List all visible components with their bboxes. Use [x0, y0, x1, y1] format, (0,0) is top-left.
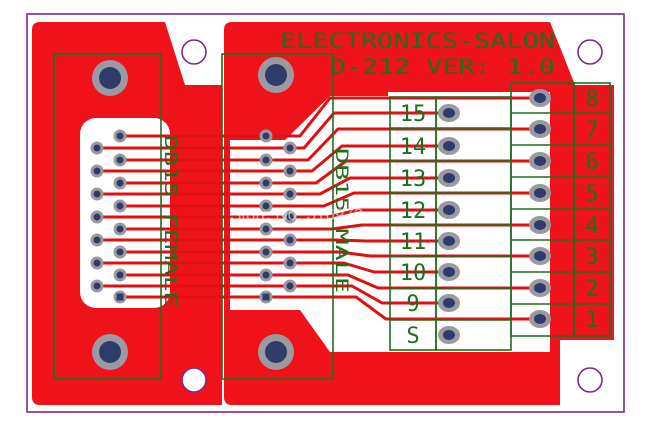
db15-pad — [286, 144, 294, 152]
terminal-pad — [534, 283, 546, 293]
db15-pad — [286, 236, 294, 244]
db15-pad — [286, 213, 294, 221]
terminal-pad — [534, 156, 546, 166]
terminal-pad — [443, 141, 455, 151]
terminal-dividers — [390, 112, 610, 321]
terminal-pads — [438, 89, 551, 344]
terminal-pad — [443, 267, 455, 277]
screw-hole-left-bottom-center — [99, 341, 121, 363]
terminal-labels-right: 8 7 6 5 4 3 2 1 — [585, 87, 598, 333]
terminal-pad — [443, 330, 455, 340]
terminal-label-right: 3 — [585, 245, 598, 270]
store-watermark: Store No. 316973 — [230, 205, 363, 224]
terminal-pad — [534, 124, 546, 134]
db15-pad — [262, 271, 270, 279]
trace-to-terminal — [264, 295, 542, 321]
connector-screw-holes — [92, 57, 294, 370]
model-label: D-212 VER: 1.0 — [330, 55, 555, 79]
terminal-pad — [443, 108, 455, 118]
terminal-label-left: S — [406, 324, 419, 349]
db15-pad — [93, 213, 101, 221]
db15-pad — [93, 259, 101, 267]
terminal-labels-left: 15 14 13 12 11 10 9S — [400, 102, 427, 349]
db15-pad-square — [262, 293, 270, 301]
screw-hole-mid-bottom-center — [265, 341, 287, 363]
terminal-pad — [534, 220, 546, 230]
db15-pad — [286, 259, 294, 267]
mounting-hole-bottom-right — [577, 367, 603, 393]
db15-pad — [116, 271, 124, 279]
terminal-pad — [443, 298, 455, 308]
terminal-label-right: 7 — [585, 118, 598, 143]
db15-pad — [116, 225, 124, 233]
trace-to-terminal — [288, 176, 451, 196]
terminal-pad — [534, 314, 546, 324]
trace-to-terminal — [264, 96, 542, 138]
db15-pad — [116, 132, 124, 140]
male-connector-label: DB15 MALE — [331, 148, 351, 293]
male-connector-outline — [221, 53, 334, 380]
db15-pad — [262, 132, 270, 140]
trace-to-terminal — [264, 127, 542, 162]
terminal-label-left: 12 — [400, 199, 427, 224]
db15-pad — [286, 167, 294, 175]
terminal-label-right: 4 — [585, 214, 598, 239]
db15-pad — [93, 144, 101, 152]
terminal-pad — [443, 173, 455, 183]
silkscreen-text: ELECTRONICS-SALON D-212 VER: 1.0 DB15 FE… — [160, 29, 599, 349]
mounting-hole-top-left — [181, 39, 207, 65]
female-connector-label: DB15 FEMALE — [160, 135, 180, 307]
db15-pad — [262, 156, 270, 164]
brand-label: ELECTRONICS-SALON — [280, 29, 555, 53]
terminal-pad — [443, 205, 455, 215]
db15-pad — [262, 225, 270, 233]
trace-to-terminal — [288, 208, 451, 219]
db15-pad — [93, 190, 101, 198]
terminal-label-left: 13 — [400, 167, 427, 192]
terminal-label-left: 9 — [406, 292, 419, 317]
db15-pad — [93, 167, 101, 175]
db15-pad — [262, 179, 270, 187]
terminal-label-right: 5 — [585, 182, 598, 207]
db15-pad — [93, 282, 101, 290]
terminal-label-left: 10 — [400, 261, 427, 286]
db15-pad — [116, 248, 124, 256]
terminal-pad — [534, 93, 546, 103]
terminal-label-right: 1 — [585, 308, 598, 333]
db15-pad — [286, 282, 294, 290]
terminal-label-left: 11 — [400, 230, 427, 255]
terminal-pad — [534, 188, 546, 198]
terminal-label-left: 14 — [400, 135, 427, 160]
terminal-label-left: 15 — [400, 102, 427, 127]
terminal-label-right: 8 — [585, 87, 598, 112]
trace-to-terminal — [288, 284, 451, 305]
screw-hole-mid-top-center — [265, 64, 287, 86]
mounting-hole-bottom-left — [181, 367, 207, 393]
trace-to-terminal — [288, 111, 451, 150]
db15-pad — [116, 179, 124, 187]
db15-pad-square — [116, 293, 124, 301]
screw-hole-left-top-center — [99, 67, 121, 89]
db15-pad — [116, 156, 124, 164]
mounting-holes — [181, 39, 603, 393]
terminal-pad — [443, 236, 455, 246]
trace-to-terminal — [288, 144, 451, 173]
db15-pad — [93, 236, 101, 244]
trace-to-terminal — [288, 238, 451, 243]
silkscreen-outlines — [53, 53, 611, 380]
db15-pads — [90, 129, 297, 304]
trace-to-terminal — [288, 261, 451, 274]
db15-pad — [262, 248, 270, 256]
db15-pad — [262, 202, 270, 210]
terminal-pad — [534, 251, 546, 261]
right-clear-area — [388, 92, 550, 352]
mounting-hole-top-right — [577, 39, 603, 65]
db15-pad — [116, 202, 124, 210]
db15-pad — [286, 190, 294, 198]
terminal-label-right: 6 — [585, 150, 598, 175]
female-connector-outline — [53, 53, 162, 380]
terminal-label-right: 2 — [585, 277, 598, 302]
